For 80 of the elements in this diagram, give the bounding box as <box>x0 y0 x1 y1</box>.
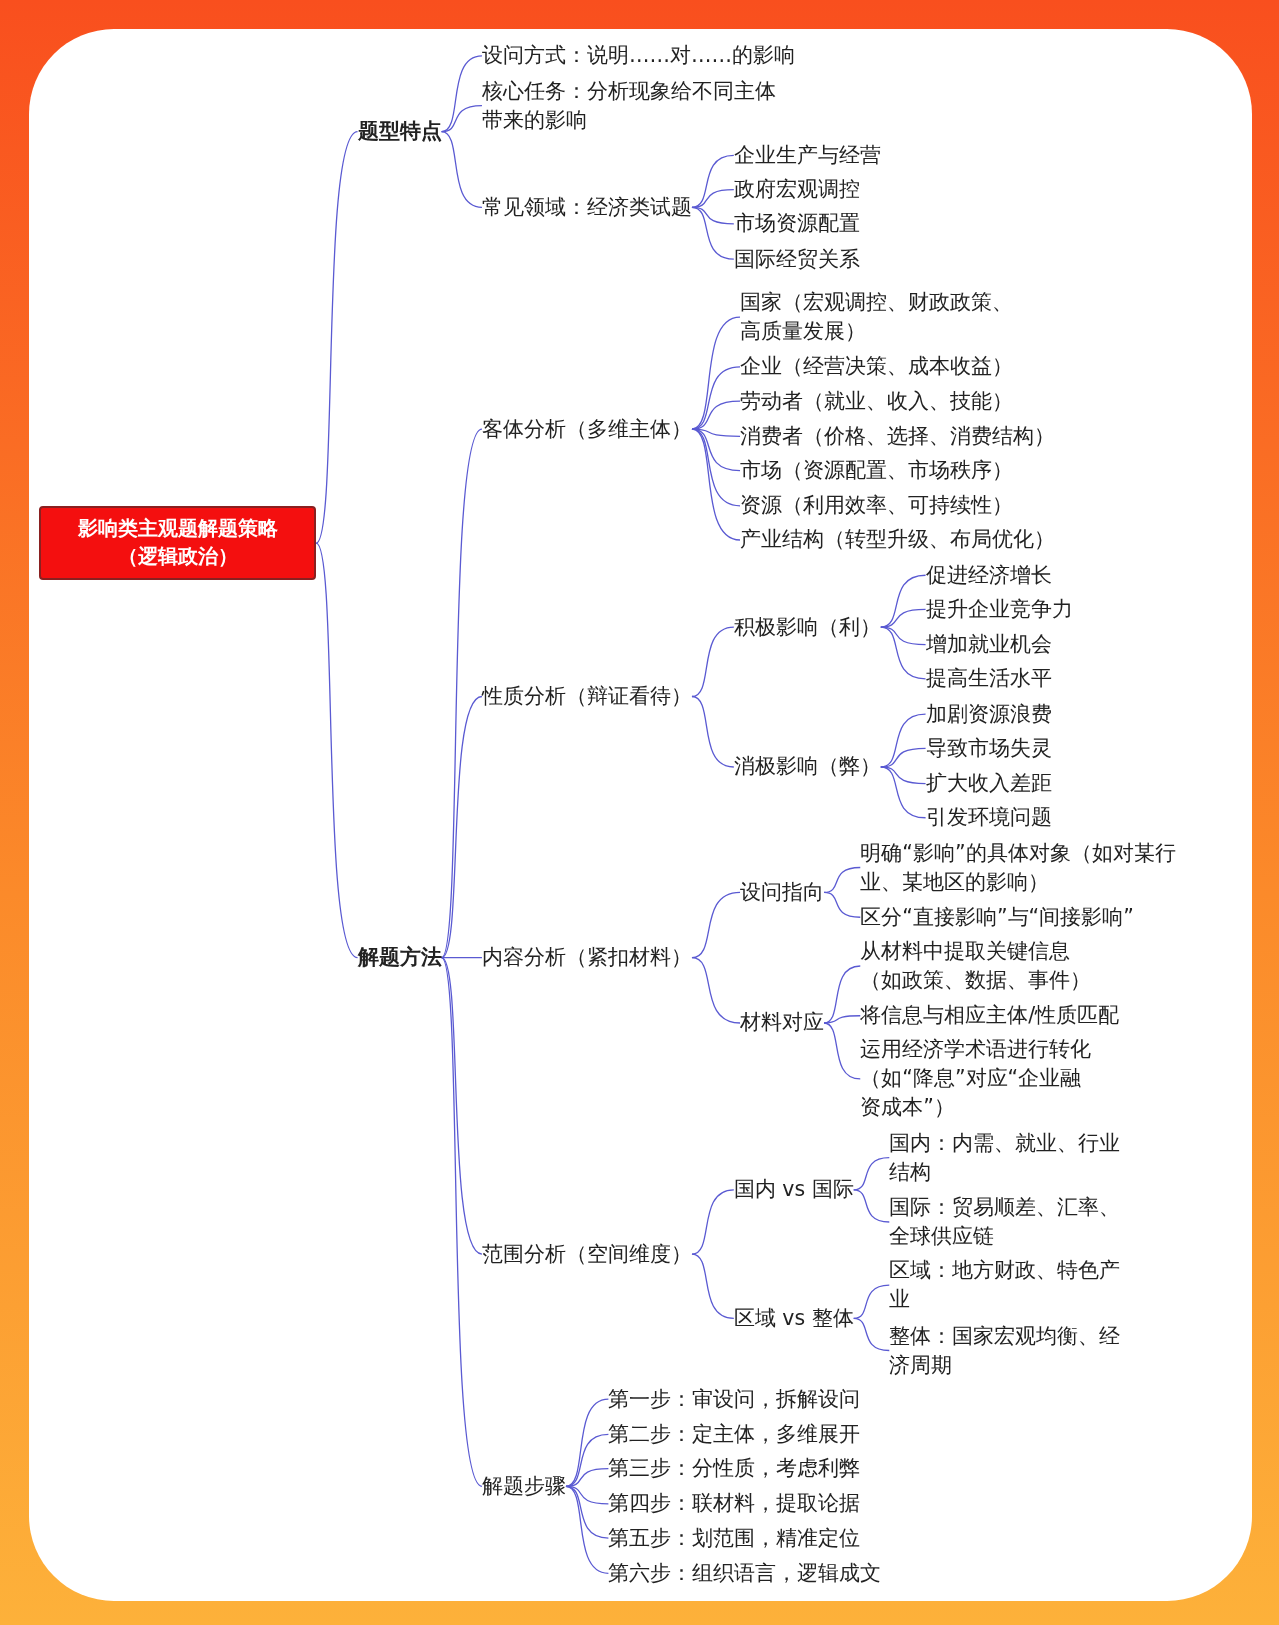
topic-text: 题型特点 <box>357 117 442 147</box>
topic-text: 劳动者（就业、收入、技能） <box>740 386 1014 416</box>
topic-text: 增加就业机会 <box>925 630 1052 660</box>
connector-line <box>853 1189 890 1223</box>
topic-text: 消极影响（弊） <box>733 752 881 782</box>
connector-line <box>691 626 735 698</box>
topic-text: 扩大收入差距 <box>925 769 1052 799</box>
connector-line <box>691 1253 735 1320</box>
topic-text: 将信息与相应主体/性质匹配 <box>860 1001 1120 1031</box>
connector-line <box>691 154 735 208</box>
topic-text: 引发环境问题 <box>925 803 1052 833</box>
topic-text: 国内：内需、就业、行业结构 <box>889 1128 1121 1187</box>
topic-text: 企业生产与经营 <box>733 140 881 170</box>
connector-line <box>880 626 927 646</box>
connector-line <box>823 891 861 918</box>
topic-text: 加剧资源浪费 <box>925 699 1052 729</box>
connector-line <box>440 131 483 208</box>
connector-line <box>880 766 927 785</box>
connector-line <box>823 1022 861 1080</box>
topic-text: 国内 vs 国际 <box>733 1175 854 1205</box>
topic-text: 区分“直接影响”与“间接影响” <box>860 902 1134 932</box>
topic-text: 国家（宏观调控、财政政策、高质量发展） <box>740 288 1028 347</box>
topic-text: 第一步：审设问，拆解设问 <box>608 1384 861 1414</box>
topic-text: 国际：贸易顺差、汇率、全球供应链 <box>889 1193 1121 1251</box>
connector-line <box>440 428 483 959</box>
connector-line <box>691 957 741 1024</box>
connector-line <box>565 1485 610 1574</box>
topic-text: 积极影响（利） <box>733 612 881 642</box>
topic-text: 第四步：联材料，提取论据 <box>608 1489 861 1519</box>
connector-line <box>853 1317 890 1352</box>
topic-text: 资源（利用效率、可持续性） <box>740 491 1014 521</box>
topic-text: 企业（经营决策、成本收益） <box>740 352 1014 382</box>
connector-line <box>440 957 483 1255</box>
topic-text: 第五步：划范围，精准定位 <box>608 1523 861 1553</box>
topic-text: 客体分析（多维主体） <box>481 414 692 444</box>
connector-line <box>691 695 735 768</box>
connector-line <box>440 695 483 959</box>
topic-text: 第二步：定主体，多维展开 <box>608 1419 861 1449</box>
topic-text: 促进经济增长 <box>925 560 1052 590</box>
topic-text: 从材料中提取关键信息（如政策、数据、事件） <box>860 937 1096 995</box>
topic-text: 政府宏观调控 <box>733 175 860 205</box>
connector-line <box>853 1284 890 1320</box>
topic-text: 产业结构（转型升级、布局优化） <box>740 525 1056 555</box>
topic-text: 范围分析（空间维度） <box>481 1239 692 1269</box>
connector-line <box>315 131 359 544</box>
topic-text: 导致市场失灵 <box>925 733 1052 763</box>
connector-line <box>691 428 741 541</box>
topic-text: 设问方式：说明……对……的影响 <box>481 41 795 71</box>
connector-line <box>691 206 735 260</box>
connector-line <box>440 957 483 959</box>
topic-text: 常见领域：经济类试题 <box>481 192 692 222</box>
topic-text: 整体：国家宏观均衡、经济周期 <box>889 1321 1121 1380</box>
topic-text: 国际经贸关系 <box>733 244 860 274</box>
connector-line <box>691 1189 735 1255</box>
topic-text: 市场资源配置 <box>733 209 860 239</box>
topic-text: 核心任务：分析现象给不同主体带来的影响 <box>481 76 788 135</box>
connector-line <box>823 1015 861 1024</box>
connector-line <box>691 400 741 430</box>
topic-text: 市场（资源配置、市场秩序） <box>740 456 1014 486</box>
topic-text: 明确“影响”的具体对象（如对某行业、某地区的影响） <box>860 838 1195 897</box>
connector-line <box>565 1433 610 1487</box>
topic-text: 第三步：分性质，考虑利弊 <box>608 1454 861 1484</box>
topic-text: 材料对应 <box>740 1008 825 1038</box>
topic-text: 区域 vs 整体 <box>733 1303 854 1333</box>
connector-line <box>880 626 927 680</box>
topic-text: 提高生活水平 <box>925 664 1052 694</box>
topic-text: 消费者（价格、选择、消费结构） <box>740 421 1056 451</box>
topic-text: 提升企业竞争力 <box>925 594 1073 624</box>
topic-text: 性质分析（辩证看待） <box>481 682 692 711</box>
topic-text: 解题方法 <box>357 943 442 973</box>
connector-line <box>440 957 483 1487</box>
topic-text: 区域：地方财政、特色产业 <box>889 1256 1121 1315</box>
root-topic-box: 影响类主观题解题策略（逻辑政治） <box>39 505 317 581</box>
topic-text: 设问指向 <box>740 877 825 907</box>
topic-text: 第六步：组织语言，逻辑成文 <box>608 1558 882 1588</box>
connector-line <box>880 766 927 819</box>
connector-line <box>315 542 359 959</box>
topic-text: 解题步骤 <box>481 1471 566 1501</box>
topic-text: 运用经济学术语进行转化（如“降息”对应“企业融资成本”） <box>860 1035 1092 1123</box>
topic-text: 内容分析（紧扣材料） <box>481 943 692 973</box>
